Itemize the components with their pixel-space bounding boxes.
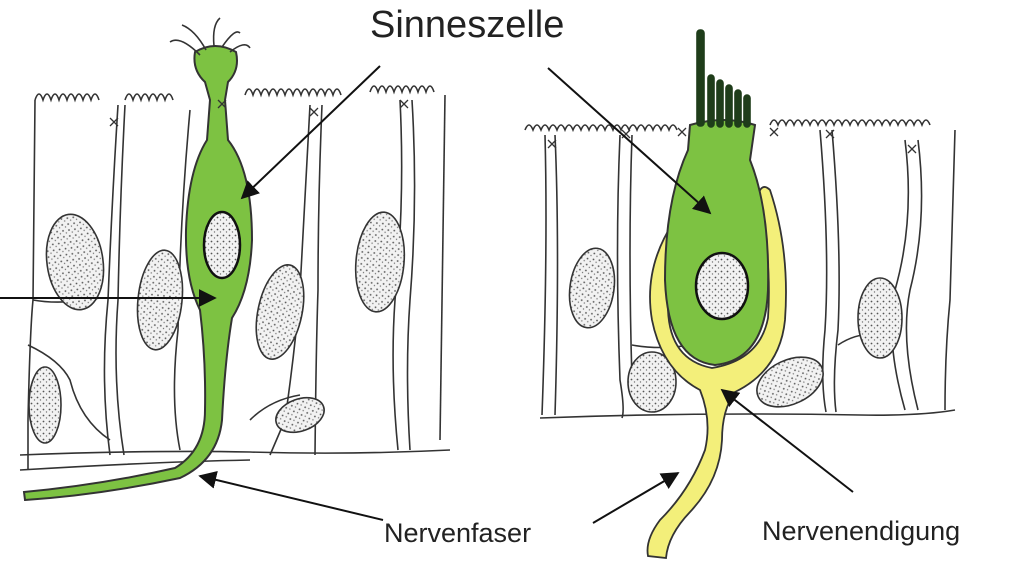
left-sensory-nucleus: [204, 212, 240, 278]
left-support-cell-6: [440, 95, 445, 440]
right-sensory-cell-body: [665, 120, 768, 365]
right-basal-lamina: [540, 410, 955, 418]
sensory-cell-label: Sinneszelle: [370, 4, 564, 47]
nerve-ending-label: Nervenendigung: [762, 516, 960, 547]
arrow-fiber-to-left-axon: [200, 476, 383, 520]
left-support-nucleus-5: [29, 367, 61, 443]
right-support-nucleus-1: [565, 245, 620, 330]
left-support-nucleus-2: [133, 248, 187, 352]
left-support-nucleus-4: [352, 210, 409, 314]
right-support-cell-5: [945, 130, 955, 410]
nerve-fiber-label: Nervenfaser: [384, 518, 531, 549]
left-basal-lamina: [20, 450, 450, 470]
arrow-sensory-to-right-cell: [548, 68, 710, 213]
left-junction-marks: [110, 100, 408, 126]
left-support-cell-2: [104, 105, 125, 455]
right-support-cell-4: [892, 140, 922, 410]
right-sensory-nucleus: [696, 253, 748, 319]
left-panel-primary-sensory-cell: [20, 18, 450, 500]
left-support-nucleus-3: [249, 260, 312, 363]
right-support-cell-1: [542, 135, 558, 415]
arrow-sensory-to-left-cell: [242, 66, 380, 198]
right-sensory-hairs: [697, 30, 750, 127]
right-panel-secondary-sensory-cell: [525, 30, 955, 558]
right-support-nucleus-4: [858, 278, 902, 358]
left-apical-surface: [35, 86, 434, 100]
